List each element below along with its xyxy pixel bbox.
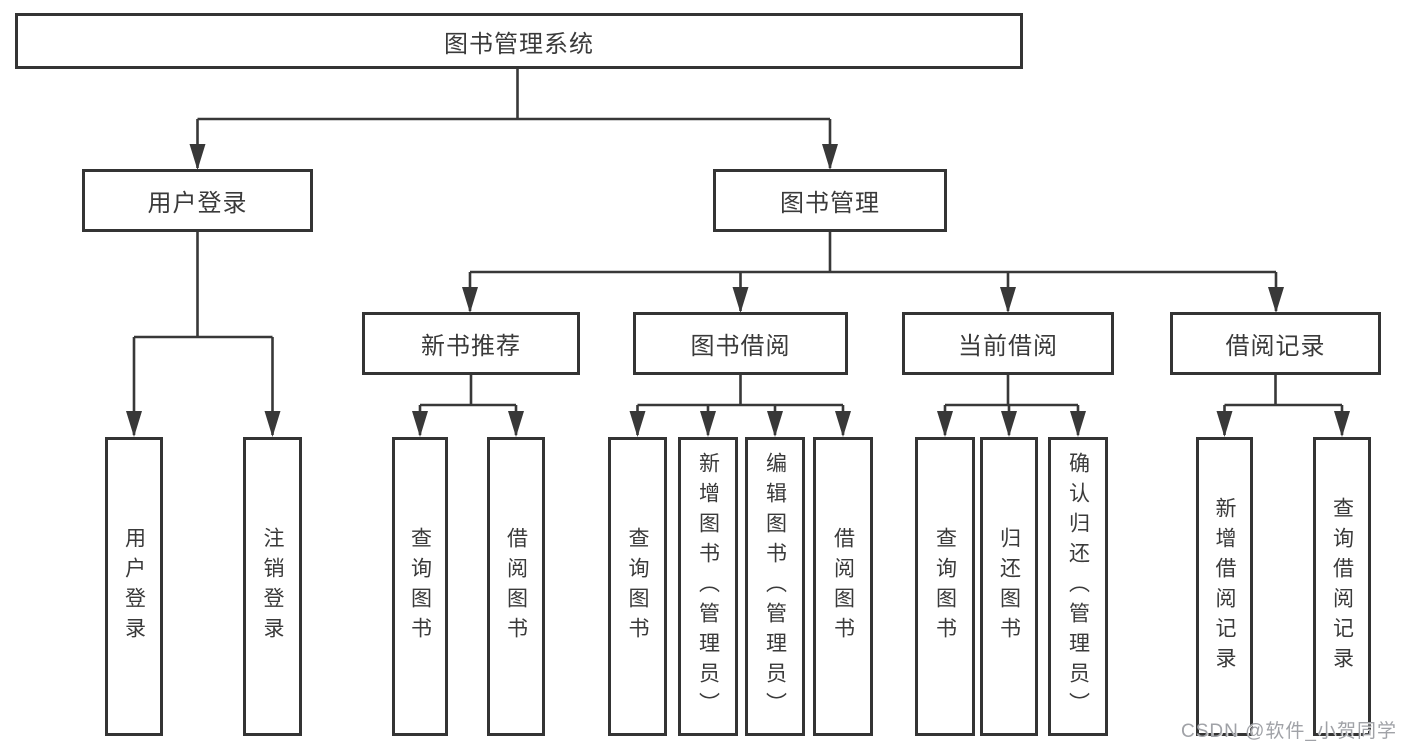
leaf-logout: 注销登录 <box>243 437 302 736</box>
csdn-watermark: CSDN @软件_小贺同学 <box>1181 721 1397 742</box>
node-book-management-label: 图书管理 <box>780 190 880 217</box>
leaf-records-add-record: 新增借阅记录 <box>1196 437 1253 736</box>
node-book-borrow-label: 图书借阅 <box>690 333 791 360</box>
node-user-login: 用户登录 <box>82 169 313 232</box>
node-book-borrow: 图书借阅 <box>633 312 848 375</box>
node-current-borrow: 当前借阅 <box>902 312 1114 375</box>
leaf-recommend-borrow-books: 借阅图书 <box>487 437 545 736</box>
leaf-user-login: 用户登录 <box>105 437 163 736</box>
connector-root-split <box>196 69 832 168</box>
node-root-label: 图书管理系统 <box>444 30 594 58</box>
leaf-current-query-books-label: 查询图书 <box>933 526 957 647</box>
leaf-recommend-borrow-books-label: 借阅图书 <box>504 526 528 647</box>
connector-new-book-recommend-split <box>418 375 518 435</box>
node-user-login-label: 用户登录 <box>147 190 248 217</box>
leaf-current-return-books: 归还图书 <box>980 437 1038 736</box>
leaf-current-return-books-label: 归还图书 <box>997 526 1021 647</box>
leaf-logout-label: 注销登录 <box>261 526 284 647</box>
node-current-borrow-label: 当前借阅 <box>958 333 1058 360</box>
node-new-book-recommend: 新书推荐 <box>362 312 580 375</box>
connector-borrow-records-split <box>1223 375 1344 435</box>
leaf-current-query-books: 查询图书 <box>915 437 975 736</box>
leaf-borrow-add-books-label: 新增图书（管理员） <box>696 451 720 722</box>
leaf-recommend-query-books: 查询图书 <box>392 437 448 736</box>
node-root: 图书管理系统 <box>15 13 1023 69</box>
node-borrow-records: 借阅记录 <box>1170 312 1381 375</box>
leaf-current-confirm-return-label: 确认归还（管理员） <box>1066 451 1090 722</box>
leaf-records-query-record: 查询借阅记录 <box>1313 437 1371 736</box>
leaf-borrow-edit-books: 编辑图书（管理员） <box>745 437 805 736</box>
leaf-records-add-record-label: 新增借阅记录 <box>1213 496 1236 677</box>
node-book-management: 图书管理 <box>713 169 947 232</box>
leaf-borrow-query-books-label: 查询图书 <box>626 526 649 647</box>
node-new-book-recommend-label: 新书推荐 <box>421 333 521 360</box>
connector-book-borrow-split <box>636 375 845 435</box>
leaf-borrow-add-books: 新增图书（管理员） <box>678 437 738 736</box>
leaf-borrow-borrow-books: 借阅图书 <box>813 437 873 736</box>
leaf-user-login-label: 用户登录 <box>122 526 146 647</box>
connector-user-login-split <box>132 232 274 435</box>
leaf-borrow-query-books: 查询图书 <box>608 437 667 736</box>
connector-current-borrow-split <box>943 375 1080 435</box>
leaf-borrow-borrow-books-label: 借阅图书 <box>831 526 855 647</box>
node-borrow-records-label: 借阅记录 <box>1225 333 1326 360</box>
leaf-records-query-record-label: 查询借阅记录 <box>1330 496 1354 677</box>
leaf-recommend-query-books-label: 查询图书 <box>408 526 432 647</box>
leaf-current-confirm-return: 确认归还（管理员） <box>1048 437 1108 736</box>
leaf-borrow-edit-books-label: 编辑图书（管理员） <box>763 451 787 722</box>
connector-book-management-split <box>468 232 1278 311</box>
